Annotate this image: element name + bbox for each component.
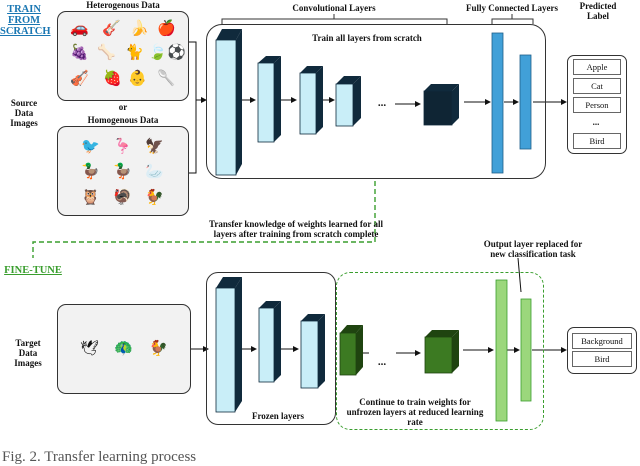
spoon-icon: 🥄 bbox=[157, 69, 176, 87]
source-bracket-connector bbox=[189, 41, 197, 174]
source-label-line: Images bbox=[10, 118, 38, 128]
conv-layer-4 bbox=[336, 76, 361, 84]
duck-icon: 🦆 bbox=[113, 162, 132, 180]
new-fc-layer-1 bbox=[495, 279, 508, 422]
or-label: or bbox=[118, 102, 128, 112]
baby-icon: 👶 bbox=[128, 69, 147, 87]
continue-training-label: Continue to train weights for unfrozen l… bbox=[340, 397, 490, 427]
continue-label-line: Continue to train weights for bbox=[359, 397, 471, 407]
conv-layer-3 bbox=[300, 66, 323, 73]
eagle-icon: 🦅 bbox=[145, 137, 164, 155]
continue-label-line: unfrozen layers at reduced learning bbox=[346, 407, 484, 417]
output-ellipsis: ... bbox=[592, 117, 600, 127]
output-bird-finetune: Bird bbox=[572, 351, 632, 367]
violin-icon: 🎻 bbox=[70, 69, 89, 87]
guitar-icon: 🎸 bbox=[102, 19, 121, 37]
transfer-knowledge-label: Transfer knowledge of weights learned fo… bbox=[196, 219, 396, 239]
dove-icon: 🕊 bbox=[80, 339, 100, 357]
conv-layers-label: Convolutional Layers bbox=[292, 3, 376, 13]
unfrozen-layer-1 bbox=[340, 325, 363, 333]
fc-layers-label: Fully Connected Layers bbox=[466, 3, 558, 13]
output-apple: Apple bbox=[573, 59, 621, 75]
target-label-line: Data bbox=[18, 348, 38, 358]
soccer-ball-icon: ⚽ bbox=[167, 43, 186, 61]
train-network-container bbox=[206, 24, 546, 179]
output-person: Person bbox=[573, 97, 621, 113]
bone-icon: 🦴 bbox=[97, 43, 116, 61]
predicted-label-heading: Predicted Label bbox=[568, 1, 628, 21]
unfrozen-layer-2 bbox=[425, 330, 459, 337]
output-replaced-line: Output layer replaced for bbox=[483, 239, 583, 249]
train-from-scratch-label: TRAIN FROM SCRATCH bbox=[0, 4, 51, 37]
car-icon: 🚗 bbox=[70, 19, 89, 37]
unfrozen-ellipsis: ... bbox=[377, 356, 387, 368]
frozen-layers-label: Frozen layers bbox=[251, 411, 305, 421]
fc-layer-2 bbox=[519, 54, 532, 150]
grapes-icon: 🍇 bbox=[70, 43, 89, 61]
duck-icon: 🦆 bbox=[81, 162, 100, 180]
source-label-line: Source bbox=[10, 98, 38, 108]
chicken-icon: 🐓 bbox=[145, 188, 164, 206]
train-all-layers-label: Train all layers from scratch bbox=[312, 33, 422, 43]
output-bird: Bird bbox=[573, 133, 621, 149]
source-data-label: Source Data Images bbox=[4, 98, 44, 128]
frozen-layers-container bbox=[206, 272, 336, 425]
transfer-label-line: Transfer knowledge of weights learned fo… bbox=[209, 219, 383, 229]
apple-icon: 🍎 bbox=[157, 19, 176, 37]
figure-caption: Fig. 2. Transfer learning process bbox=[2, 449, 197, 465]
rooster-icon: 🐓 bbox=[149, 339, 168, 357]
frozen-layer-3 bbox=[301, 314, 325, 321]
output-background: Background bbox=[572, 333, 632, 349]
predicted-heading-line: Predicted bbox=[579, 1, 617, 11]
conv-layer-2 bbox=[258, 56, 281, 63]
conv-layer-1-face bbox=[215, 39, 237, 176]
bird-icon: 🐦 bbox=[81, 137, 100, 155]
conv-ellipsis: ... bbox=[377, 97, 387, 109]
target-label-line: Images bbox=[14, 358, 42, 368]
source-label-line: Data bbox=[14, 108, 34, 118]
conv-layer-5 bbox=[424, 84, 459, 91]
banana-icon: 🍌 bbox=[130, 19, 149, 37]
predicted-heading-line: Label bbox=[586, 11, 609, 21]
owl-icon: 🦉 bbox=[81, 188, 100, 206]
heterogenous-data-box bbox=[57, 11, 189, 101]
fine-tune-label: FINE-TUNE bbox=[4, 265, 62, 276]
target-data-label: Target Data Images bbox=[8, 338, 48, 368]
cat-icon: 🐈 bbox=[125, 43, 144, 61]
swan-icon: 🦢 bbox=[145, 162, 164, 180]
frozen-layer-1 bbox=[216, 277, 242, 288]
homogenous-data-label: Homogenous Data bbox=[87, 115, 159, 125]
homogenous-data-box bbox=[57, 126, 189, 216]
strawberry-icon: 🍓 bbox=[103, 69, 122, 87]
output-replaced-line: new classification task bbox=[490, 249, 576, 259]
leaf-icon: 🍃 bbox=[148, 43, 167, 61]
output-replaced-label: Output layer replaced for new classifica… bbox=[468, 239, 598, 259]
transfer-label-line: layers after training from scratch compl… bbox=[213, 229, 379, 239]
peacock-icon: 🦚 bbox=[114, 339, 133, 357]
train-label-line: TRAIN bbox=[7, 4, 41, 15]
transfer-dashed-connector bbox=[32, 181, 376, 258]
output-replaced-pointer bbox=[517, 257, 522, 293]
heterogenous-data-label: Heterogenous Data bbox=[86, 0, 160, 10]
train-label-line: SCRATCH bbox=[0, 26, 51, 37]
train-label-line: FROM bbox=[7, 15, 41, 26]
flamingo-icon: 🦩 bbox=[113, 137, 132, 155]
fc-layer-1 bbox=[491, 32, 504, 174]
frozen-layer-2 bbox=[259, 301, 281, 308]
continue-label-line: rate bbox=[407, 417, 423, 427]
unfrozen-layers-container bbox=[336, 272, 544, 430]
output-cat: Cat bbox=[573, 78, 621, 94]
turkey-icon: 🦃 bbox=[113, 188, 132, 206]
conv-layer-1 bbox=[216, 29, 242, 40]
new-fc-layer-2 bbox=[520, 298, 532, 402]
target-label-line: Target bbox=[15, 338, 41, 348]
target-data-box bbox=[57, 304, 191, 394]
